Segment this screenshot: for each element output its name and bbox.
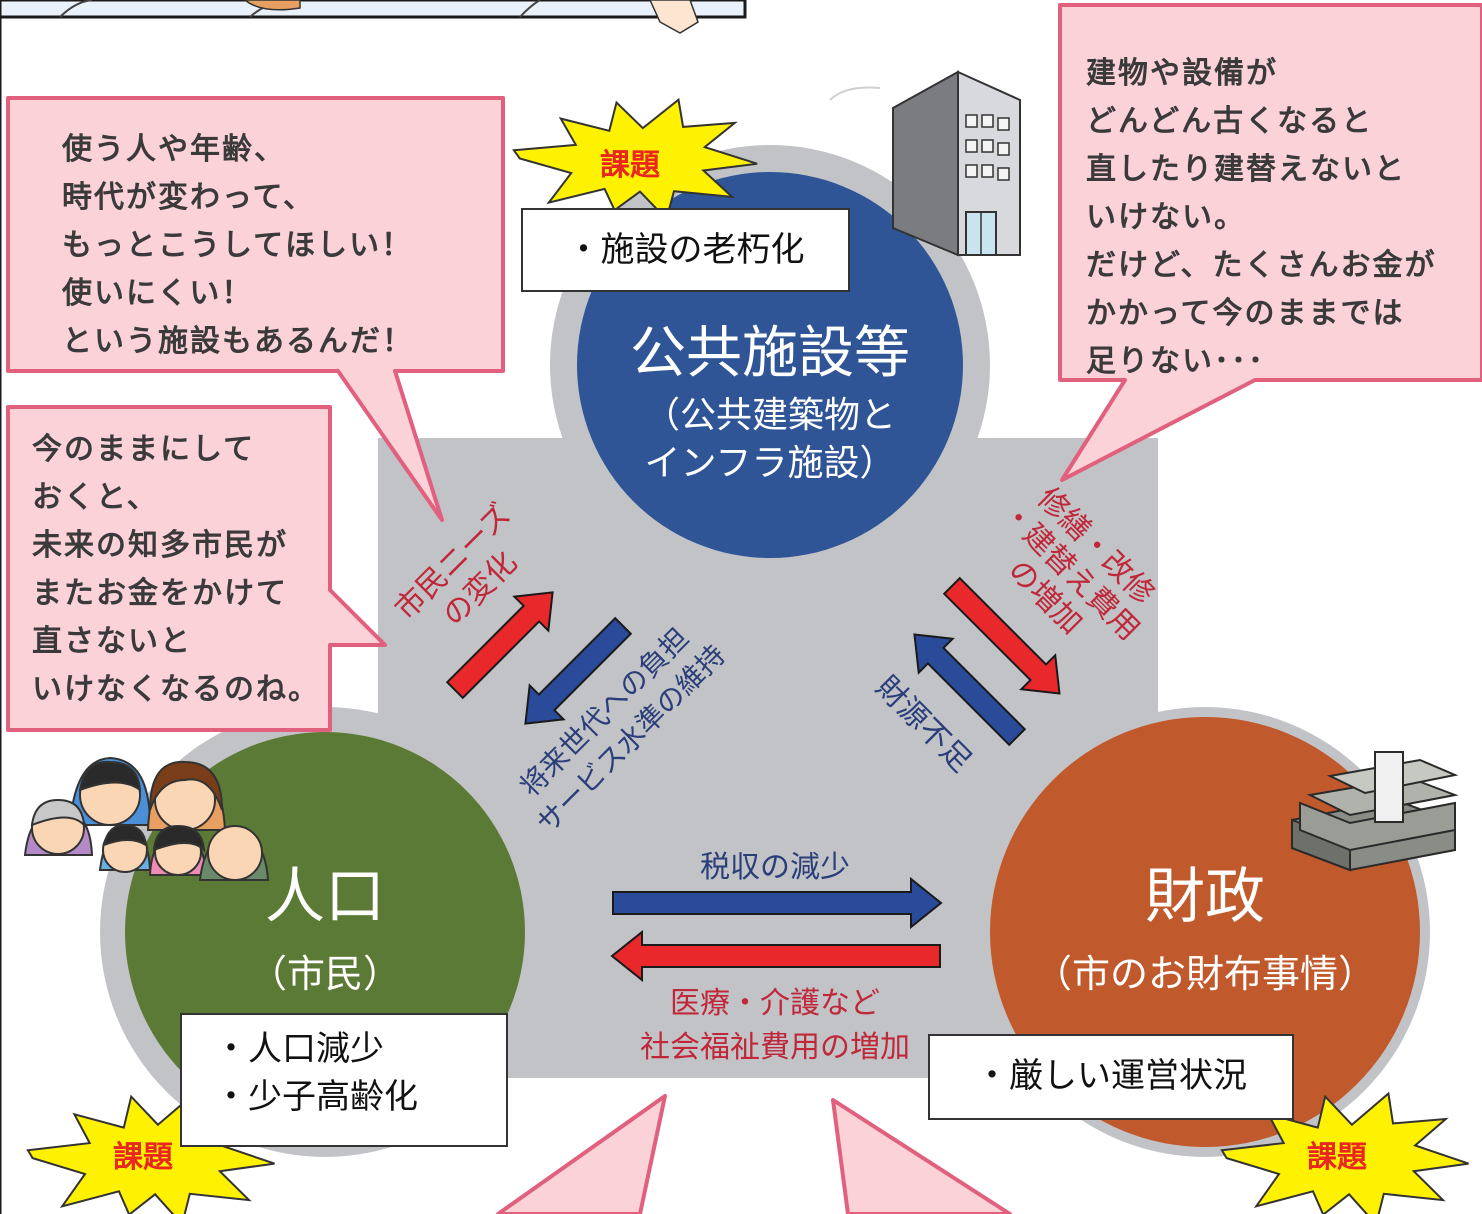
label-tax-decrease: 税収の減少	[700, 850, 850, 885]
issue-box-facilities: ・施設の老朽化	[521, 208, 850, 292]
issue-box-finance: ・厳しい運営状況	[928, 1034, 1294, 1120]
speech-text-top-left: 使う人や年齢、 時代が変わって、 もっとこうしてほしい！ 使いにくい！ という施…	[62, 132, 414, 359]
issue-label-top: 課題	[600, 148, 660, 183]
arrow-future-burden	[524, 616, 633, 725]
issue-label-bottom-left: 課題	[113, 1140, 173, 1175]
arrow-tax-decrease	[612, 876, 943, 930]
finance-subtitle: （市のお財布事情）	[1033, 952, 1376, 996]
arrow-revenue-shortage	[913, 633, 1027, 747]
money-stack-icon	[1291, 751, 1459, 872]
speech-bubble-bottom-left-tail	[496, 1094, 667, 1214]
issue-burst-top	[512, 97, 758, 222]
speech-text-mid-left: 今のままにして おくと、 未来の知多市民が またお金をかけて 直さないと いけな…	[32, 432, 320, 707]
facilities-subtitle: （公共建築物と インフラ施設）	[643, 395, 896, 484]
speech-text-top-right: 建物や設備が どんどん古くなると 直したり建替えないと いけない。 だけど、たく…	[1086, 56, 1437, 379]
issue-label-bottom-right: 課題	[1307, 1140, 1367, 1175]
label-welfare-cost: 医療・介護など 社会福祉費用の増加	[640, 986, 910, 1065]
person-icon	[829, 86, 881, 101]
speech-bubble-top-left	[6, 96, 505, 522]
issue-burst-bottom-right	[1220, 1091, 1469, 1214]
finance-title: 財政	[1145, 862, 1265, 932]
speech-bubble-mid-left	[6, 405, 387, 732]
population-title: 人口	[265, 862, 385, 932]
arrow-repair-cost	[942, 576, 1061, 695]
comic-frame-top	[0, 0, 747, 1214]
arrow-welfare-cost	[610, 929, 941, 983]
issue-box-population: ・人口減少 ・少子高齢化	[180, 1013, 508, 1147]
building-icon	[892, 70, 1021, 257]
speech-bubble-top-right	[1058, 3, 1482, 482]
population-subtitle: （市民）	[248, 952, 401, 996]
facilities-title: 公共施設等	[630, 321, 910, 386]
speech-bubble-bottom-right-tail	[831, 1098, 1012, 1214]
family-icon	[23, 756, 270, 881]
arrow-needs-change	[445, 591, 554, 700]
